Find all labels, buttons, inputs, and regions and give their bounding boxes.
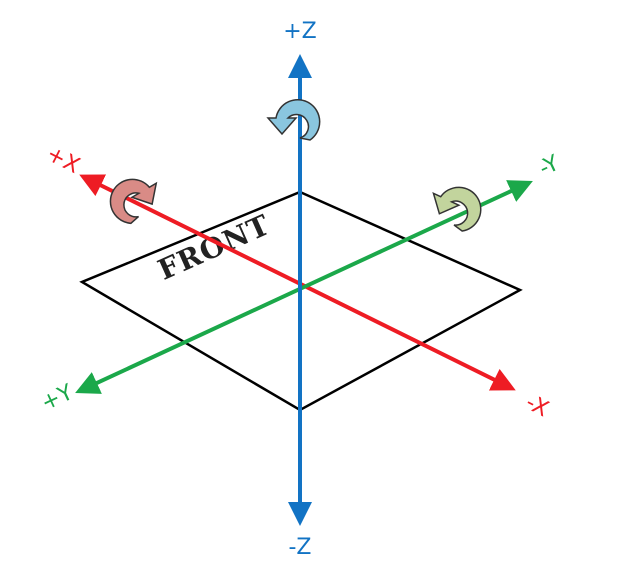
plus-x-label: +X xyxy=(42,141,83,178)
minus-y-label: -Y xyxy=(535,151,563,182)
z-rotation-arrow-icon xyxy=(266,99,321,141)
y-axis-line xyxy=(75,180,533,394)
minus-z-label: -Z xyxy=(288,535,311,560)
minus-x-label: -X xyxy=(522,390,553,422)
x-rotation-arrow-icon xyxy=(109,178,158,225)
y-rotation-arrow-icon xyxy=(432,186,482,232)
plus-z-label: +Z xyxy=(283,19,317,44)
plus-y-label: +Y xyxy=(38,380,78,416)
